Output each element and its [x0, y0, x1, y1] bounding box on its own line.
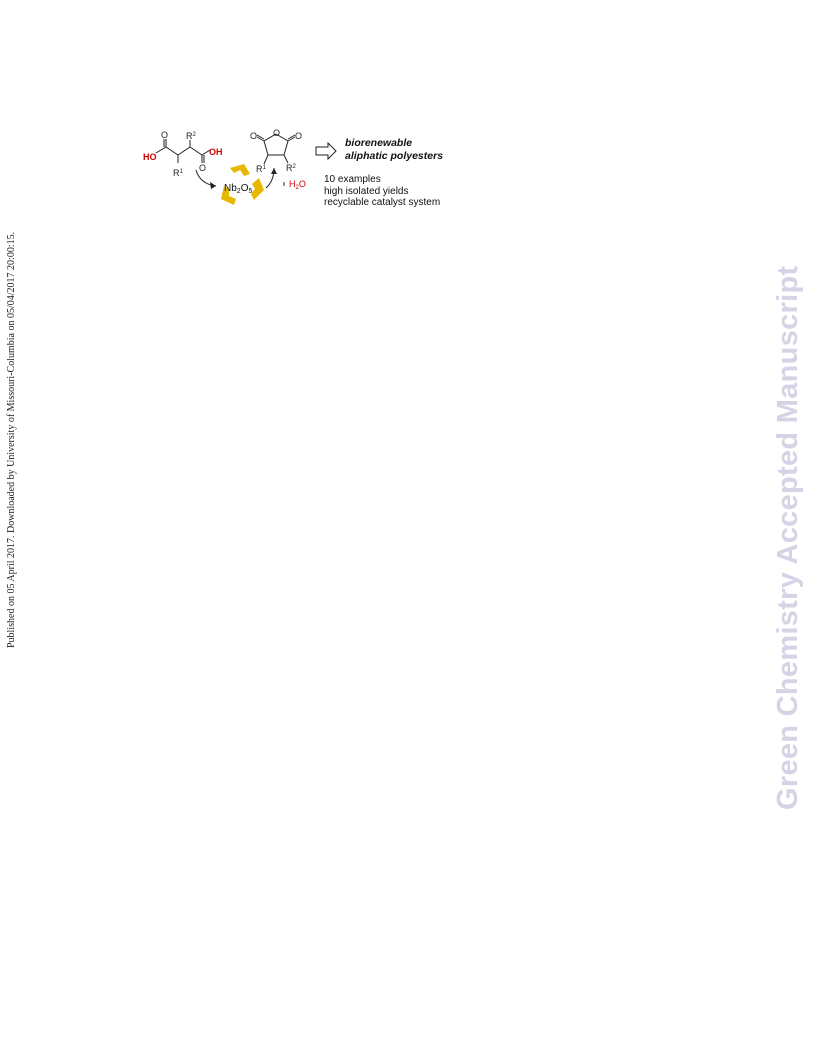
product-label-line2: aliphatic polyesters — [345, 150, 443, 162]
r1-label: R1 — [173, 168, 184, 178]
highlight-item: recyclable catalyst system — [324, 197, 441, 208]
catalyst-formula: Nb2O5 — [224, 183, 252, 195]
highlight-item: 10 examples — [324, 174, 381, 185]
r2-label: R2 — [186, 131, 197, 141]
hydroxyl-label: OH — [209, 147, 223, 157]
product-arrow-icon — [315, 141, 337, 161]
recycle-icon — [221, 164, 264, 205]
arrowhead-icon — [271, 168, 277, 174]
carbonyl-oxygen-label: O — [250, 131, 257, 141]
diacid-bond — [177, 146, 191, 156]
carbonyl-bond — [256, 134, 265, 140]
carbonyl-bond — [287, 134, 296, 140]
carbonyl-oxygen-label: O — [161, 130, 168, 140]
product-label-line1: biorenewable — [345, 137, 412, 149]
ring-oxygen-label: O — [273, 128, 280, 138]
reaction-scheme-svg: HO OH O O R1 R2 O O O R1 R2 Nb2O5 H2O bi… — [143, 128, 443, 205]
water-formula: H2O — [289, 179, 306, 191]
accepted-manuscript-watermark: Green Chemistry Accepted Manuscript — [772, 265, 804, 810]
substituent-bond — [263, 154, 269, 165]
diacid-bond — [165, 146, 179, 156]
carbonyl-oxygen-label: O — [295, 131, 302, 141]
graphical-abstract-scheme: HO OH O O R1 R2 O O O R1 R2 Nb2O5 H2O bi… — [138, 126, 458, 216]
carbonyl-oxygen-label: O — [199, 163, 206, 173]
anhydride-ring — [263, 133, 289, 156]
download-provenance-note: Published on 05 April 2017. Downloaded b… — [6, 231, 17, 648]
highlight-item: high isolated yields — [324, 185, 409, 197]
substituent-bond — [283, 154, 289, 164]
diacid-bond — [189, 146, 203, 156]
carbonyl-bond — [256, 136, 265, 142]
r1-label: R1 — [256, 164, 267, 174]
arrowhead-icon — [210, 182, 216, 189]
diacid-bond — [155, 146, 167, 154]
hydroxyl-label: HO — [143, 152, 157, 162]
diacid-bond — [201, 149, 211, 156]
carbonyl-bond — [287, 136, 296, 142]
r2-label: R2 — [286, 163, 297, 173]
highlights-list: 10 examples high isolated yields recycla… — [324, 174, 440, 209]
